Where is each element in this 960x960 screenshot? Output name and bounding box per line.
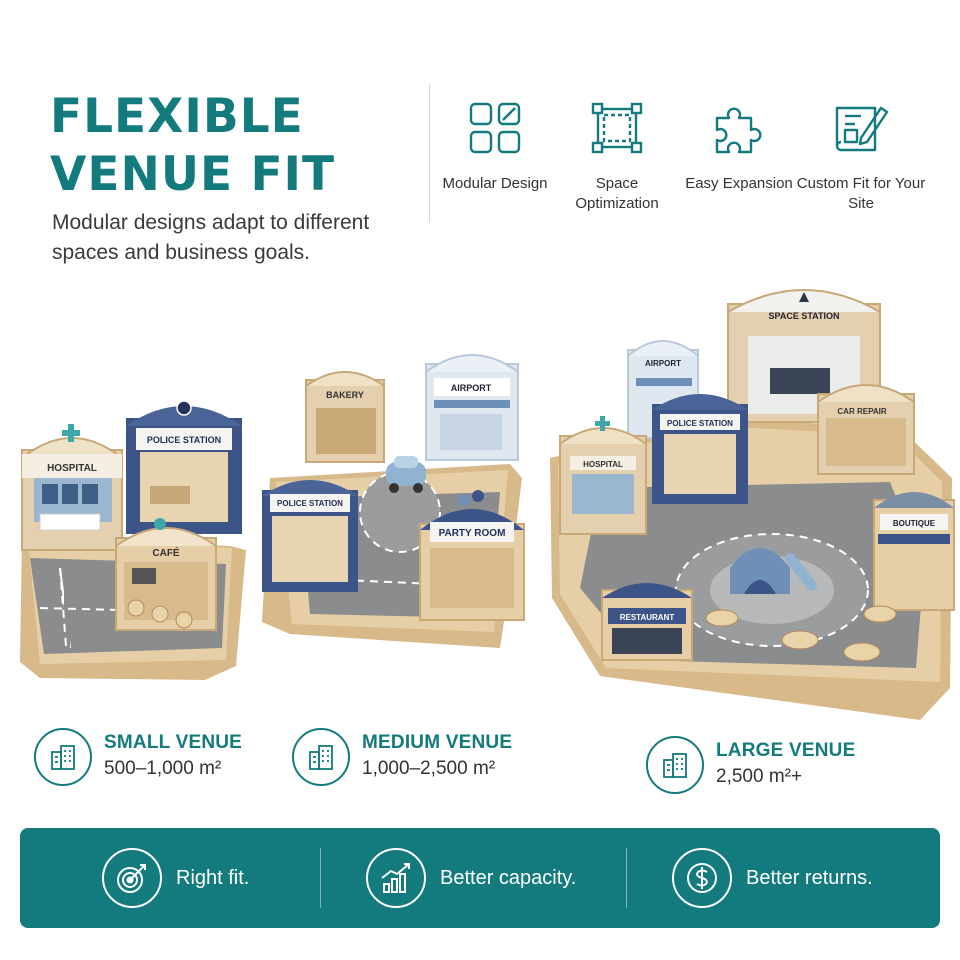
airport-sign: AIRPORT bbox=[645, 359, 681, 368]
police-station-building: POLICE STATION bbox=[652, 394, 748, 504]
benefit-right-fit: Right fit. bbox=[102, 847, 249, 909]
page-title: FLEXIBLE VENUE FIT bbox=[50, 88, 430, 204]
hospital-building: HOSPITAL bbox=[21, 424, 123, 551]
medium-venue-info: MEDIUM VENUE 1,000–2,500 m² bbox=[292, 728, 512, 786]
large-venue-model: SPACE STATION AIRPORT POLICE STATION HOS… bbox=[550, 289, 955, 720]
buildings-icon bbox=[34, 728, 92, 786]
benefit-label: Right fit. bbox=[176, 866, 250, 889]
cafe-building: CAFÉ bbox=[115, 518, 217, 631]
dining-tables bbox=[705, 605, 897, 662]
buildings-icon bbox=[292, 728, 350, 786]
restaurant-building: RESTAURANT bbox=[601, 583, 693, 661]
police-station-building: POLICE STATION bbox=[126, 400, 242, 534]
feature-custom-fit: Custom Fit for Your Site bbox=[796, 100, 926, 214]
airport-building: AIRPORT bbox=[425, 354, 519, 461]
car-repair-sign: CAR REPAIR bbox=[837, 407, 886, 416]
police-station-building: POLICE STATION bbox=[262, 480, 358, 592]
police-sign: POLICE STATION bbox=[147, 435, 221, 445]
dollar-coin-icon bbox=[672, 848, 732, 908]
feature-easy-expansion: Easy Expansion bbox=[674, 100, 804, 194]
space-frame-icon bbox=[591, 102, 643, 154]
feature-space-optimization: Space Optimization bbox=[552, 100, 682, 214]
growth-chart-icon bbox=[366, 848, 426, 908]
benefit-label: Better returns. bbox=[746, 866, 873, 889]
benefit-better-capacity: Better capacity. bbox=[366, 847, 576, 909]
benefit-label: Better capacity. bbox=[440, 866, 577, 889]
party-room-building: PARTY ROOM bbox=[419, 490, 525, 621]
small-venue-info: SMALL VENUE 500–1,000 m² bbox=[34, 728, 242, 786]
benefit-better-returns: Better returns. bbox=[672, 847, 873, 909]
modular-grid-icon bbox=[469, 102, 521, 154]
restaurant-sign: RESTAURANT bbox=[620, 613, 675, 622]
slide-playground bbox=[730, 548, 817, 594]
boutique-sign: BOUTIQUE bbox=[893, 519, 936, 528]
bakery-building: BAKERY bbox=[305, 371, 385, 463]
banner-divider bbox=[320, 848, 321, 908]
buildings-icon bbox=[646, 736, 704, 794]
venue-models-illustration: HOSPITAL POLICE STATION CAFÉ bbox=[20, 289, 955, 720]
venue-name: SMALL VENUE bbox=[104, 732, 243, 753]
title-line-1: FLEXIBLE bbox=[50, 89, 304, 144]
title-line-2: VENUE FIT bbox=[50, 147, 336, 202]
party-room-sign: PARTY ROOM bbox=[439, 528, 506, 539]
medium-venue-model: BAKERY AIRPORT POLICE STATION PA bbox=[262, 354, 525, 648]
toy-car bbox=[386, 456, 426, 493]
blueprint-pencil-icon bbox=[835, 106, 889, 152]
large-venue-info: LARGE VENUE 2,500 m²+ bbox=[646, 736, 855, 794]
feature-label: Custom Fit for Your Site bbox=[796, 175, 926, 212]
hospital-sign: HOSPITAL bbox=[583, 460, 623, 469]
benefits-banner: Right fit. Better capacity. Better retur… bbox=[20, 828, 940, 928]
bakery-sign: BAKERY bbox=[326, 390, 364, 400]
hospital-sign: HOSPITAL bbox=[47, 463, 97, 474]
venue-area: 500–1,000 m² bbox=[104, 758, 222, 779]
venue-area: 1,000–2,500 m² bbox=[362, 758, 496, 779]
space-station-sign: SPACE STATION bbox=[768, 311, 839, 321]
banner-divider bbox=[626, 848, 627, 908]
feature-label: Modular Design bbox=[442, 175, 548, 192]
feature-modular-design: Modular Design bbox=[430, 100, 560, 194]
page-subtitle: Modular designs adapt to different space… bbox=[52, 211, 370, 264]
venue-name: LARGE VENUE bbox=[716, 740, 856, 761]
feature-label: Space Optimization bbox=[575, 175, 659, 212]
cafe-sign: CAFÉ bbox=[152, 546, 180, 559]
header-divider bbox=[429, 84, 430, 222]
police-sign: POLICE STATION bbox=[667, 419, 733, 428]
police-sign: POLICE STATION bbox=[277, 499, 343, 508]
small-venue-model: HOSPITAL POLICE STATION CAFÉ bbox=[20, 400, 246, 680]
venue-area: 2,500 m²+ bbox=[716, 766, 803, 787]
airport-sign: AIRPORT bbox=[451, 383, 492, 393]
target-arrow-icon bbox=[102, 848, 162, 908]
venue-name: MEDIUM VENUE bbox=[362, 732, 513, 753]
hospital-building: HOSPITAL bbox=[559, 416, 647, 535]
boutique-building: BOUTIQUE bbox=[873, 492, 955, 611]
car-repair-building: CAR REPAIR bbox=[817, 384, 915, 475]
puzzle-piece-icon bbox=[715, 107, 762, 154]
feature-label: Easy Expansion bbox=[685, 175, 793, 192]
